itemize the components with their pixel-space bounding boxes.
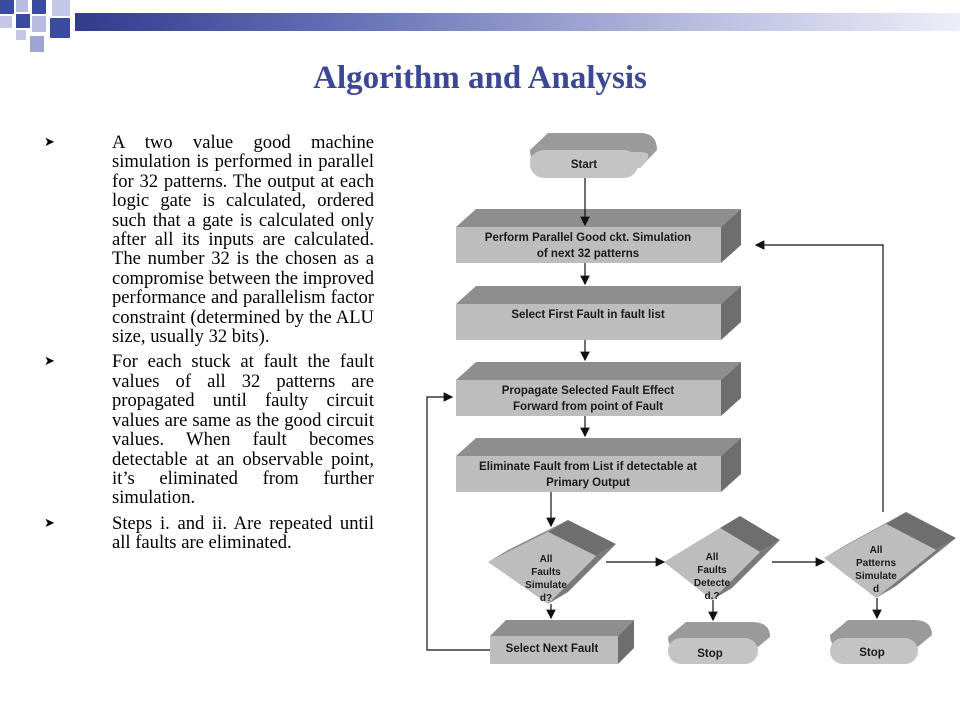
arrowhead-bullet-icon: ➤ xyxy=(44,135,55,150)
box1-line2: of next 32 patterns xyxy=(537,248,639,260)
decision2-line2: Faults xyxy=(697,565,727,576)
decision3-line4: d xyxy=(873,584,879,595)
stop2-label: Stop xyxy=(859,647,885,659)
title-banner xyxy=(75,13,960,31)
decision-faults-detected: All Faults Detecte d.? xyxy=(664,516,780,602)
decision2-line4: d.? xyxy=(705,591,720,602)
decision3-line3: Simulate xyxy=(855,571,897,582)
slide-title: Algorithm and Analysis xyxy=(313,60,647,96)
stop1-label: Stop xyxy=(697,648,723,660)
box4-line1: Eliminate Fault from List if detectable … xyxy=(479,461,697,473)
decision1-line4: d? xyxy=(540,593,552,604)
decision2-line1: All xyxy=(706,552,719,563)
bullet-item: ➤ A two value good machine simulation is… xyxy=(42,133,374,346)
box3-line2: Forward from point of Fault xyxy=(513,401,663,413)
bullet-text: A two value good machine simulation is p… xyxy=(112,132,374,348)
flowchart: Start Perform Parallel Good ckt. Simulat… xyxy=(426,133,956,664)
process-box-propagate: Propagate Selected Fault Effect Forward … xyxy=(456,362,741,416)
stop-terminator-1: Stop xyxy=(668,622,770,664)
bullet-item: ➤ For each stuck at fault the fault valu… xyxy=(42,352,374,507)
decision3-line2: Patterns xyxy=(856,558,896,569)
box2-label: Select First Fault in fault list xyxy=(511,309,665,321)
bullet-text: Steps i. and ii. Are repeated until all … xyxy=(112,512,374,554)
box3-line1: Propagate Selected Fault Effect xyxy=(502,385,675,397)
bullet-list: ➤ A two value good machine simulation is… xyxy=(42,133,374,559)
box1-line1: Perform Parallel Good ckt. Simulation xyxy=(485,232,691,244)
decision1-line3: Simulate xyxy=(525,580,567,591)
decision1-line2: Faults xyxy=(531,567,561,578)
bullet-text: For each stuck at fault the fault values… xyxy=(112,351,374,509)
bullet-item: ➤ Steps i. and ii. Are repeated until al… xyxy=(42,512,374,554)
arrow-patterns-loop xyxy=(754,240,884,512)
process-box-first-fault: Select First Fault in fault list xyxy=(456,286,741,340)
decision-patterns-simulated: All Patterns Simulate d xyxy=(824,512,956,598)
arrowhead-bullet-icon: ➤ xyxy=(44,515,55,531)
decision1-line1: All xyxy=(540,554,553,565)
process-box-next-fault: Select Next Fault xyxy=(490,620,634,664)
process-box-good-sim: Perform Parallel Good ckt. Simulation of… xyxy=(456,209,741,263)
arrowhead-bullet-icon: ➤ xyxy=(44,354,55,370)
decision2-line3: Detecte xyxy=(694,578,731,589)
process-box-eliminate: Eliminate Fault from List if detectable … xyxy=(456,438,741,492)
stop-terminator-2: Stop xyxy=(830,620,932,664)
box4-line2: Primary Output xyxy=(546,477,630,489)
start-terminator: Start xyxy=(530,133,657,178)
decision3-line1: All xyxy=(870,545,883,556)
decision-faults-simulated: All Faults Simulate d? xyxy=(488,520,616,604)
flow-arrows xyxy=(426,178,884,651)
arrow-next-loop xyxy=(426,392,490,651)
start-label: Start xyxy=(571,159,597,171)
select-next-label: Select Next Fault xyxy=(506,643,599,655)
